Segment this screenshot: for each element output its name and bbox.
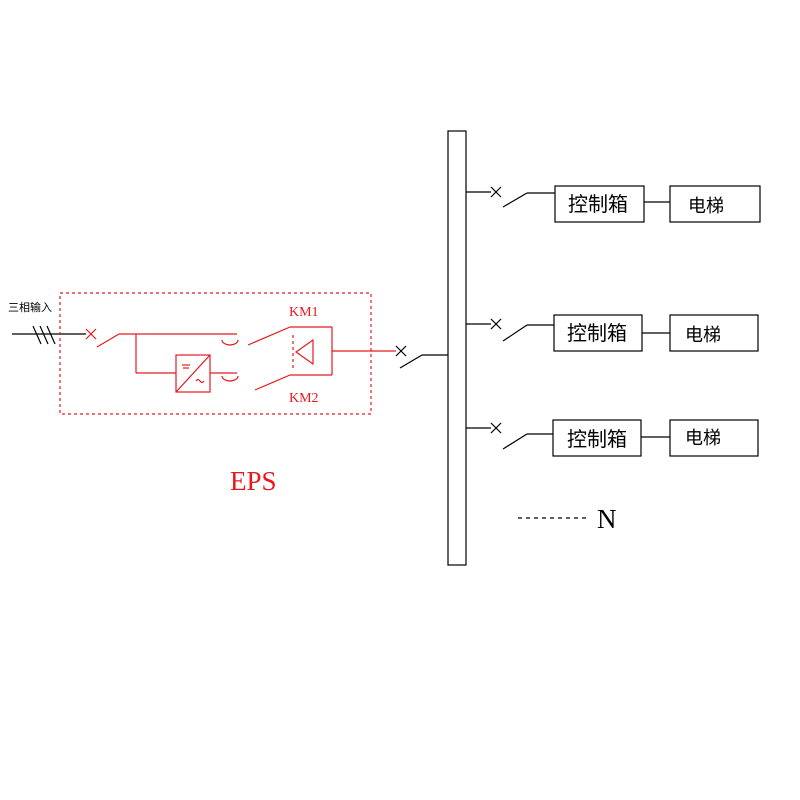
eps-boundary bbox=[59, 292, 372, 415]
km2-contact bbox=[254, 374, 291, 391]
eps-label: EPS bbox=[230, 466, 277, 496]
branch-3: 控制箱 电梯 bbox=[466, 419, 759, 457]
neutral-label: N bbox=[597, 504, 617, 534]
three-phase-input: 三相输入 bbox=[8, 300, 86, 345]
neutral-legend: N bbox=[518, 504, 617, 534]
km1-contact bbox=[247, 326, 291, 346]
branch-3-control-label: 控制箱 bbox=[567, 427, 627, 451]
eps-unit: KM1 KM2 bbox=[59, 292, 396, 415]
branch-1-control-box bbox=[554, 185, 645, 223]
branch-1-load-label: 电梯 bbox=[688, 196, 724, 217]
branch-3-breaker bbox=[490, 422, 528, 450]
branch-2-breaker bbox=[490, 318, 528, 342]
busbar bbox=[447, 130, 467, 566]
inverter-contact-arc bbox=[221, 375, 239, 382]
mains-contact-arc bbox=[221, 339, 239, 346]
branch-2-load-label: 电梯 bbox=[685, 325, 721, 346]
branch-1-control-label: 控制箱 bbox=[568, 192, 628, 216]
three-phase-marks bbox=[32, 325, 56, 345]
branch-3-load-box bbox=[669, 419, 759, 457]
branch-1: 控制箱 电梯 bbox=[466, 185, 761, 223]
km1-label: KM1 bbox=[289, 305, 319, 320]
branch-2-control-label: 控制箱 bbox=[567, 321, 627, 345]
main-breaker bbox=[395, 345, 448, 369]
inverter-symbol bbox=[175, 354, 211, 393]
branch-2: 控制箱 电梯 bbox=[466, 314, 759, 352]
input-label: 三相输入 bbox=[8, 300, 52, 314]
eps-input-breaker bbox=[85, 328, 120, 348]
transfer-switch bbox=[247, 326, 333, 391]
branch-3-load-label: 电梯 bbox=[685, 428, 721, 449]
branch-1-breaker bbox=[490, 186, 528, 208]
transfer-triangle-icon bbox=[294, 338, 314, 366]
branch-1-load-box bbox=[669, 185, 761, 223]
km2-label: KM2 bbox=[289, 391, 319, 406]
branch-3-control-box bbox=[552, 419, 642, 457]
inverter-path bbox=[135, 334, 239, 393]
branch-2-load-box bbox=[669, 314, 759, 352]
